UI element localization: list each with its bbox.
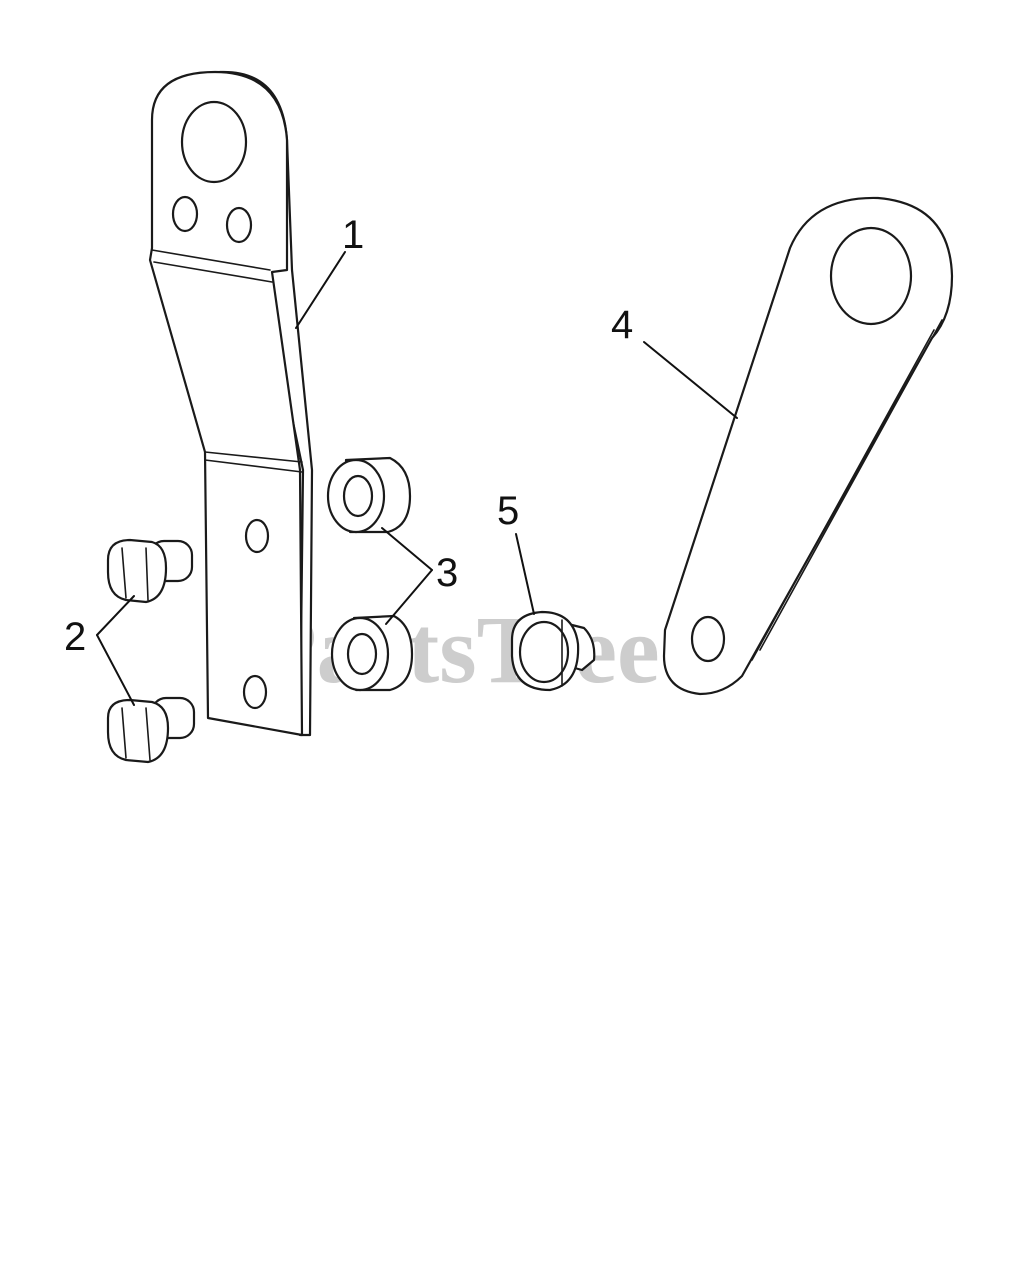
bracket-large-hole bbox=[180, 100, 248, 184]
leader-lines bbox=[96, 251, 738, 706]
leader-3a bbox=[381, 527, 433, 571]
bracket-hole bbox=[244, 518, 270, 554]
part-2-bolt[interactable] bbox=[106, 696, 196, 764]
part-1-bracket[interactable] bbox=[148, 70, 314, 737]
callout-2: 2 bbox=[64, 615, 86, 659]
leader-1 bbox=[295, 251, 346, 329]
part-4-link[interactable] bbox=[662, 196, 954, 696]
callout-5: 5 bbox=[497, 489, 519, 533]
callout-3: 3 bbox=[436, 551, 458, 595]
watermark-text: PartsTree bbox=[258, 596, 660, 703]
bracket-hole bbox=[225, 206, 253, 244]
callouts: 1 2 3 4 5 bbox=[64, 213, 633, 659]
leader-4 bbox=[643, 341, 738, 419]
part-5-nut[interactable] bbox=[510, 610, 596, 692]
part-3-spacer[interactable] bbox=[330, 614, 414, 692]
bracket-hole bbox=[242, 674, 268, 710]
leader-2b bbox=[96, 634, 135, 706]
callout-1: 1 bbox=[342, 213, 364, 257]
bracket-hole bbox=[171, 195, 199, 233]
leader-3b bbox=[385, 569, 433, 625]
leader-5 bbox=[515, 533, 535, 615]
part-2-bolt[interactable] bbox=[106, 538, 194, 604]
link-large-hole bbox=[829, 226, 913, 326]
callout-4: 4 bbox=[611, 303, 633, 347]
leader-2a bbox=[96, 595, 135, 636]
part-3-spacer[interactable] bbox=[326, 456, 412, 534]
link-small-hole bbox=[690, 615, 726, 663]
